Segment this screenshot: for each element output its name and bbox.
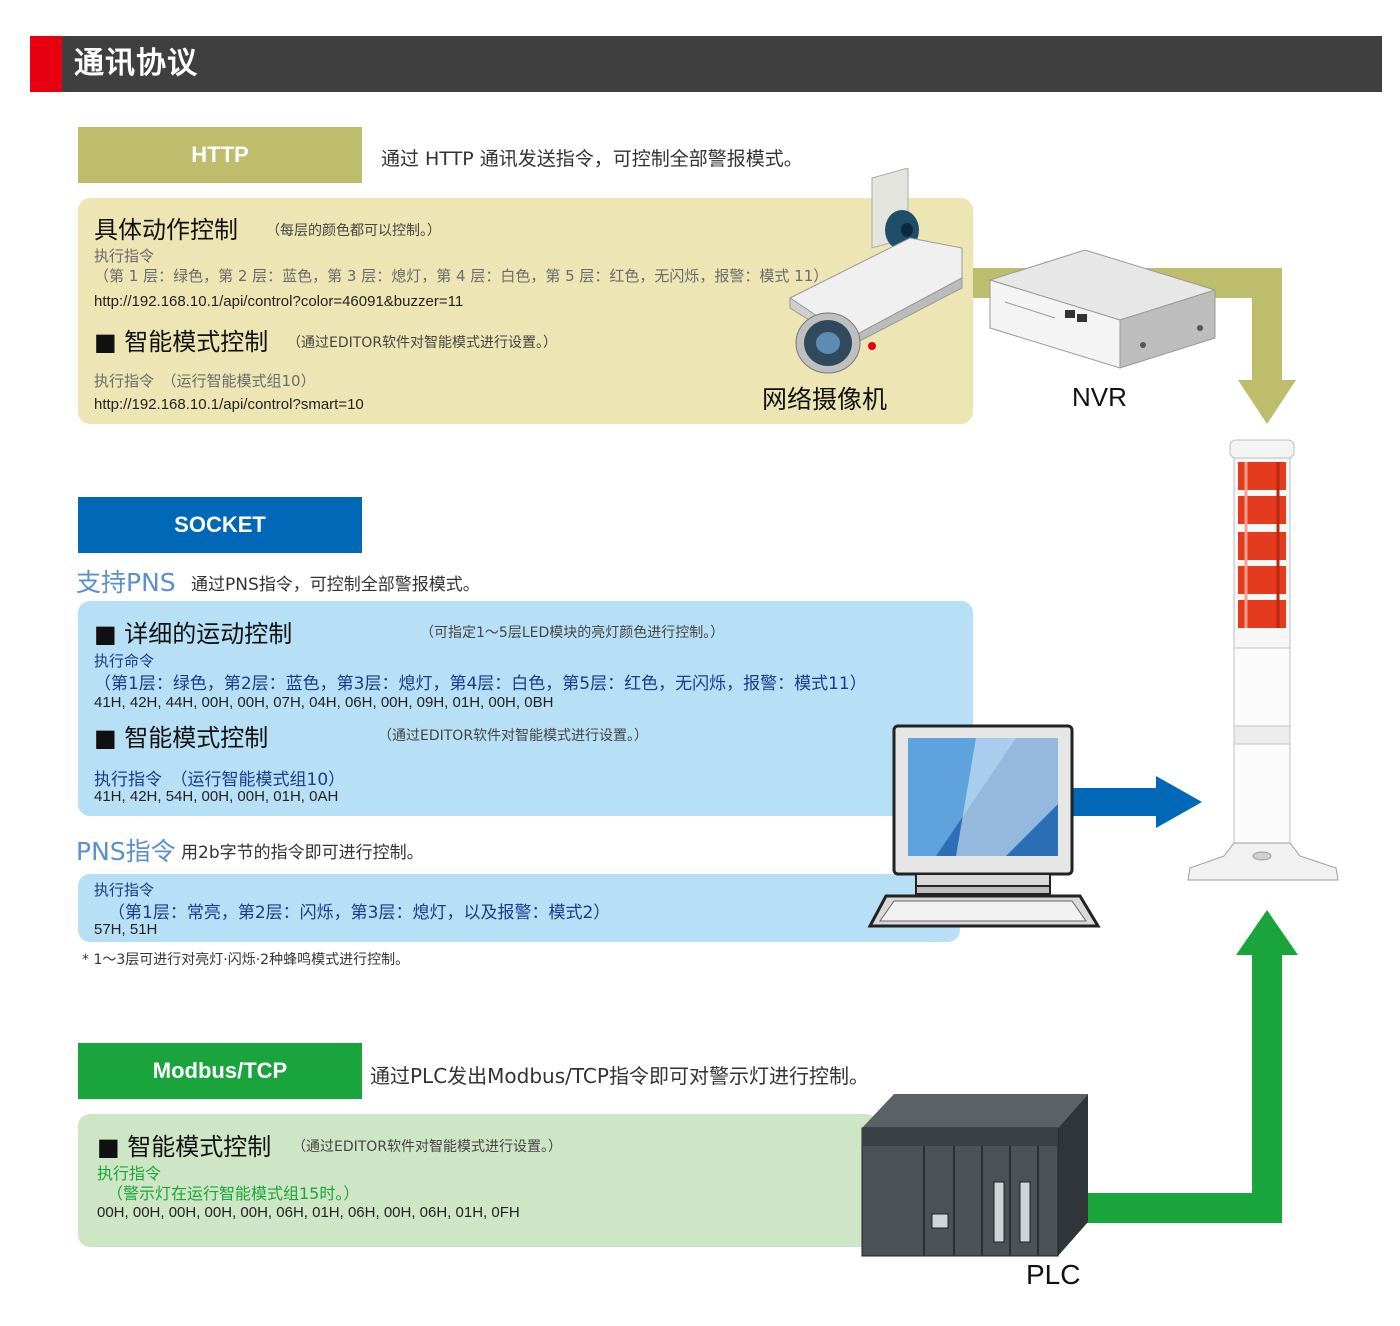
modbus-section-note: （通过EDITOR软件对智能模式进行设置。） [292,1139,563,1155]
socket-footnote: * 1～3层可进行对亮灯·闪烁·2种蜂鸣模式进行控制。 [82,952,410,968]
http-url1: http://192.168.10.1/api/control?color=46… [94,293,464,310]
header-accent [30,36,62,92]
pns-cmd3-label: 执行指令 [94,881,155,899]
socket-hex2: 41H, 42H, 54H, 00H, 00H, 01H, 0AH [94,788,339,805]
pns-cmd3-detail: （第1层：常亮，第2层：闪烁，第3层：熄灯，以及报警：模式2） [108,903,611,923]
socket-section1-note: （可指定1～5层LED模块的亮灯颜色进行控制。） [420,625,725,641]
computer-icon [867,724,1101,928]
socket-cmd-label: 执行命令 [94,652,155,670]
pns-hex3: 57H, 51H [94,921,158,938]
pns-cmd-label: PNS指令 [76,837,176,866]
nvr-label: NVR [1072,382,1127,412]
socket-cmd-detail: （第1层：绿色，第2层：蓝色，第3层：熄灯，第4层：白色，第5层：红色，无闪烁，… [94,674,867,694]
plc-label: PLC [1026,1259,1081,1290]
plc-device-icon [861,1094,1088,1257]
pns-cmd-desc: 用2b字节的指令即可进行控制。 [181,843,424,863]
http-description: 通过 HTTP 通讯发送指令，可控制全部警报模式。 [381,148,803,170]
socket-hex1: 41H, 42H, 44H, 00H, 00H, 07H, 04H, 06H, … [94,694,554,711]
nvr-device-icon [988,250,1217,369]
signal-tower-red-layers [1238,462,1286,628]
http-cmd-detail: （第 1 层：绿色，第 2 层：蓝色，第 3 层：熄灯，第 4 层：白色，第 5… [94,267,829,285]
http-section1-note: （每层的颜色都可以控制。） [266,223,441,239]
modbus-panel [78,1114,878,1247]
modbus-description: 通过PLC发出Modbus/TCP指令即可对警示灯进行控制。 [370,1064,869,1088]
http-section1-title: 具体动作控制 [94,216,238,244]
socket-tag: SOCKET [78,497,362,553]
modbus-arrow-head [1236,910,1298,955]
http-tag: HTTP [78,127,362,183]
socket-section1-title: ■ 详细的运动控制 [94,620,293,648]
pns-panel [78,874,960,942]
pns-support-desc: 通过PNS指令，可控制全部警报模式。 [191,575,480,595]
modbus-tag: Modbus/TCP [78,1043,362,1099]
signal-tower-icon [1187,439,1339,881]
http-arrow-head [1238,380,1296,424]
modbus-section-title: ■ 智能模式控制 [97,1133,272,1161]
modbus-connector-v [1252,950,1282,1223]
modbus-connector-h [1085,1193,1281,1223]
http-connector-v [1252,268,1282,383]
socket-cmd2-label: 执行指令 （运行智能模式组10） [94,770,346,790]
modbus-hex: 00H, 00H, 00H, 00H, 00H, 06H, 01H, 06H, … [97,1204,520,1221]
http-section2-title: ■ 智能模式控制 [94,328,269,356]
http-url2: http://192.168.10.1/api/control?smart=10 [94,396,364,413]
http-cmd-label: 执行指令 [94,247,155,265]
camera-label: 网络摄像机 [762,385,888,414]
page-title: 通讯协议 [74,46,198,81]
http-section2-note: （通过EDITOR软件对智能模式进行设置。） [287,335,558,351]
socket-arrow-body [1060,788,1160,816]
modbus-cmd-detail: （警示灯在运行智能模式组15时。） [107,1184,360,1203]
socket-section2-note: （通过EDITOR软件对智能模式进行设置。） [378,728,649,744]
socket-arrow-head [1156,776,1202,828]
socket-panel [78,601,973,816]
http-cmd2-label: 执行指令 （运行智能模式组10） [94,372,316,390]
modbus-cmd-label: 执行指令 [97,1164,162,1183]
pns-support-label: 支持PNS [76,568,176,597]
socket-section2-title: ■ 智能模式控制 [94,724,269,752]
header-bar [30,36,1382,92]
network-camera-icon [789,168,963,374]
